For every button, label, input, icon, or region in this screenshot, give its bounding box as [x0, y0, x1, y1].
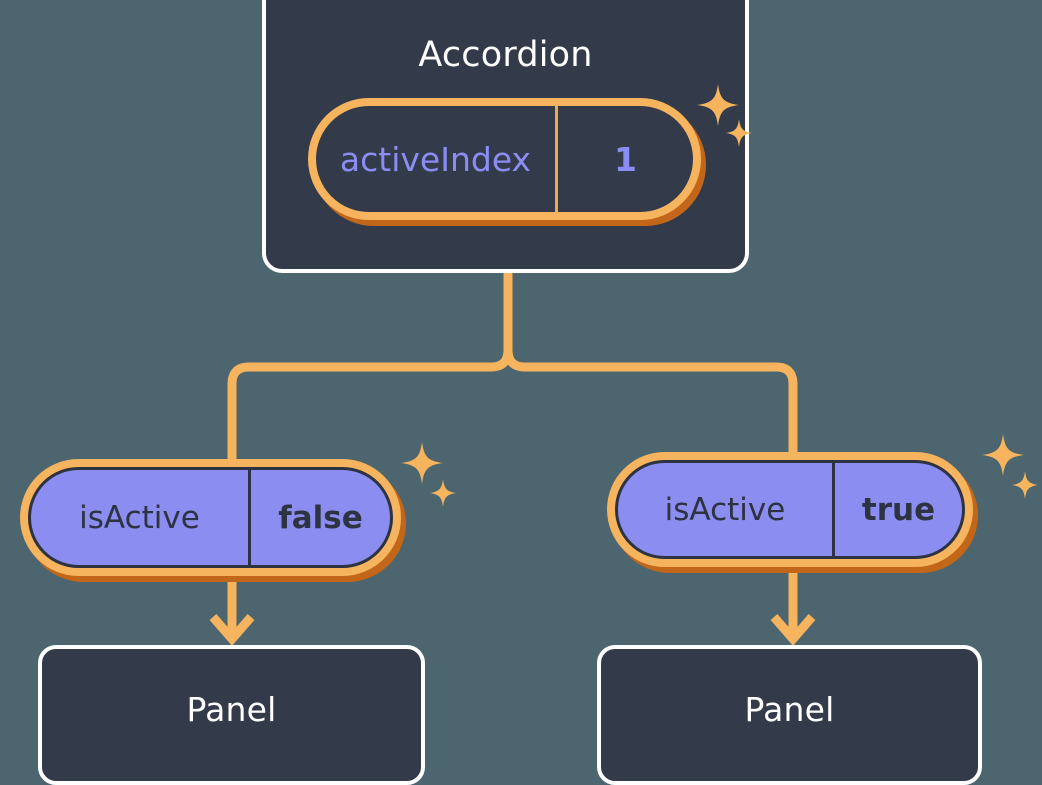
state-key-label: activeIndex [316, 106, 558, 212]
prop-value-label: false [278, 499, 363, 536]
prop-value-label: true [861, 491, 936, 528]
pill-inner: isActive true [615, 460, 965, 559]
accordion-title: Accordion [418, 35, 593, 75]
sparkle-four-point-icon [982, 434, 1024, 476]
pill-inner: isActive false [28, 467, 393, 568]
panel-component-card-left[interactable]: Panel [38, 645, 425, 785]
arrow-down-icon-left [209, 614, 255, 646]
connector-branch-right [503, 349, 798, 455]
arrow-down-icon-right [770, 614, 816, 646]
prop-pill-isactive-false[interactable]: isActive false [20, 459, 406, 582]
prop-key-label: isActive [31, 470, 251, 565]
sparkle-group-right [981, 434, 1041, 504]
panel-component-card-right[interactable]: Panel [597, 645, 982, 785]
panel-title-right: Panel [744, 690, 835, 729]
state-pill-activeindex[interactable]: activeIndex 1 [308, 98, 706, 226]
sparkle-four-point-icon [401, 442, 443, 484]
sparkle-four-point-small-icon [1012, 471, 1038, 499]
connector-branch-left [227, 349, 513, 460]
panel-title-left: Panel [186, 690, 277, 729]
prop-key-label: isActive [618, 463, 835, 556]
prop-pill-isactive-true[interactable]: isActive true [607, 452, 978, 573]
state-value-label: 1 [614, 139, 637, 179]
sparkle-four-point-small-icon [430, 479, 456, 507]
pill-inner: activeIndex 1 [316, 106, 693, 212]
sparkle-group-left [396, 442, 458, 512]
